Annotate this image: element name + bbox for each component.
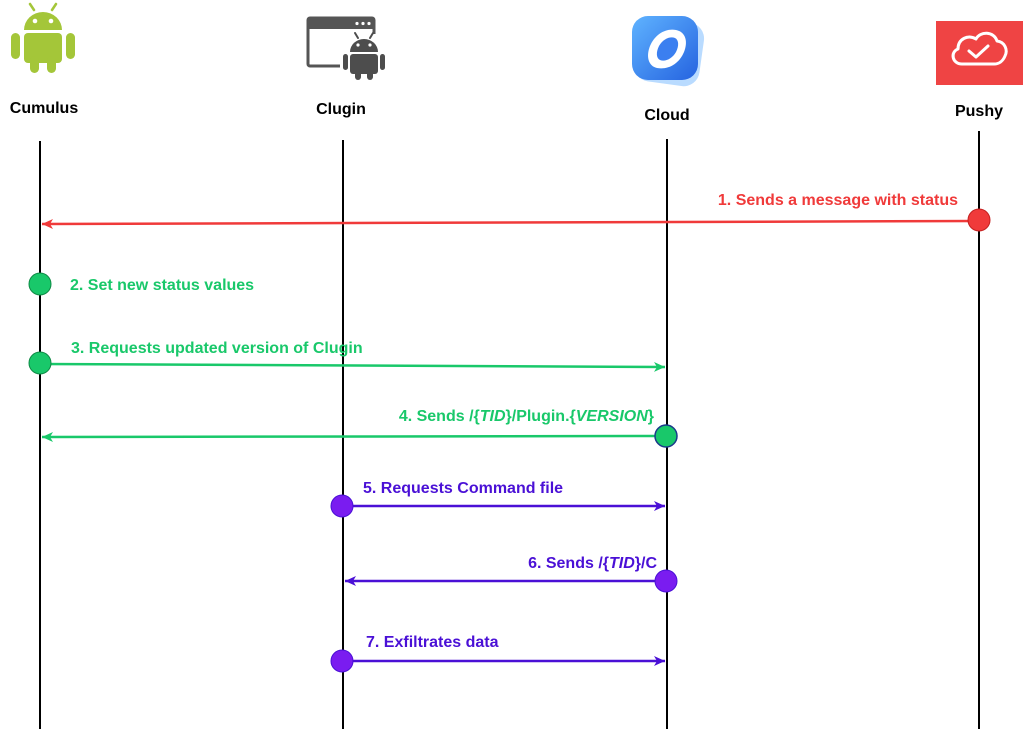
label-msg-4-part-2: TID xyxy=(480,408,506,425)
label-msg-6-part-1: 6. Sends /{ xyxy=(528,555,609,572)
label-msg-4-part-5: } xyxy=(648,408,654,425)
dot-msg-4 xyxy=(654,424,678,448)
dot-msg-2 xyxy=(28,272,52,296)
label-msg-4-part-3: }/Plugin.{ xyxy=(506,408,576,425)
dot-msg-7 xyxy=(330,649,354,673)
dot-msg-6 xyxy=(654,569,678,593)
actor-label-pushy: Pushy xyxy=(955,103,1003,120)
dot-msg-3 xyxy=(28,351,52,375)
label-msg-1: 1. Sends a message with status xyxy=(718,192,958,209)
dot-msg-1 xyxy=(967,208,991,232)
android-robot-icon xyxy=(11,2,75,73)
pushy-cloud-check-icon xyxy=(936,21,1023,85)
label-msg-4: 4. Sends /{TID}/Plugin.{VERSION} xyxy=(399,408,654,425)
arrow-msg-1 xyxy=(41,218,980,229)
arrow-msg-3 xyxy=(39,361,666,372)
browser-window-android-icon xyxy=(306,16,386,80)
label-msg-6-part-2: TID xyxy=(609,555,635,572)
actor-label-cumulus: Cumulus xyxy=(10,100,79,117)
label-msg-2: 2. Set new status values xyxy=(70,277,254,294)
label-msg-3: 3. Requests updated version of Clugin xyxy=(71,340,363,357)
actor-label-cloud: Cloud xyxy=(644,107,689,124)
dot-msg-5 xyxy=(330,494,354,518)
cloud-app-icon xyxy=(632,16,705,87)
label-msg-7: 7. Exfiltrates data xyxy=(366,634,499,651)
actor-label-clugin: Clugin xyxy=(316,101,366,118)
arrow-msg-4 xyxy=(41,431,668,442)
label-msg-4-part-4: VERSION xyxy=(576,408,648,425)
label-msg-6: 6. Sends /{TID}/C xyxy=(528,555,657,572)
label-msg-5: 5. Requests Command file xyxy=(363,480,563,497)
label-msg-6-part-3: }/C xyxy=(635,555,658,572)
label-msg-4-part-1: 4. Sends /{ xyxy=(399,408,480,425)
